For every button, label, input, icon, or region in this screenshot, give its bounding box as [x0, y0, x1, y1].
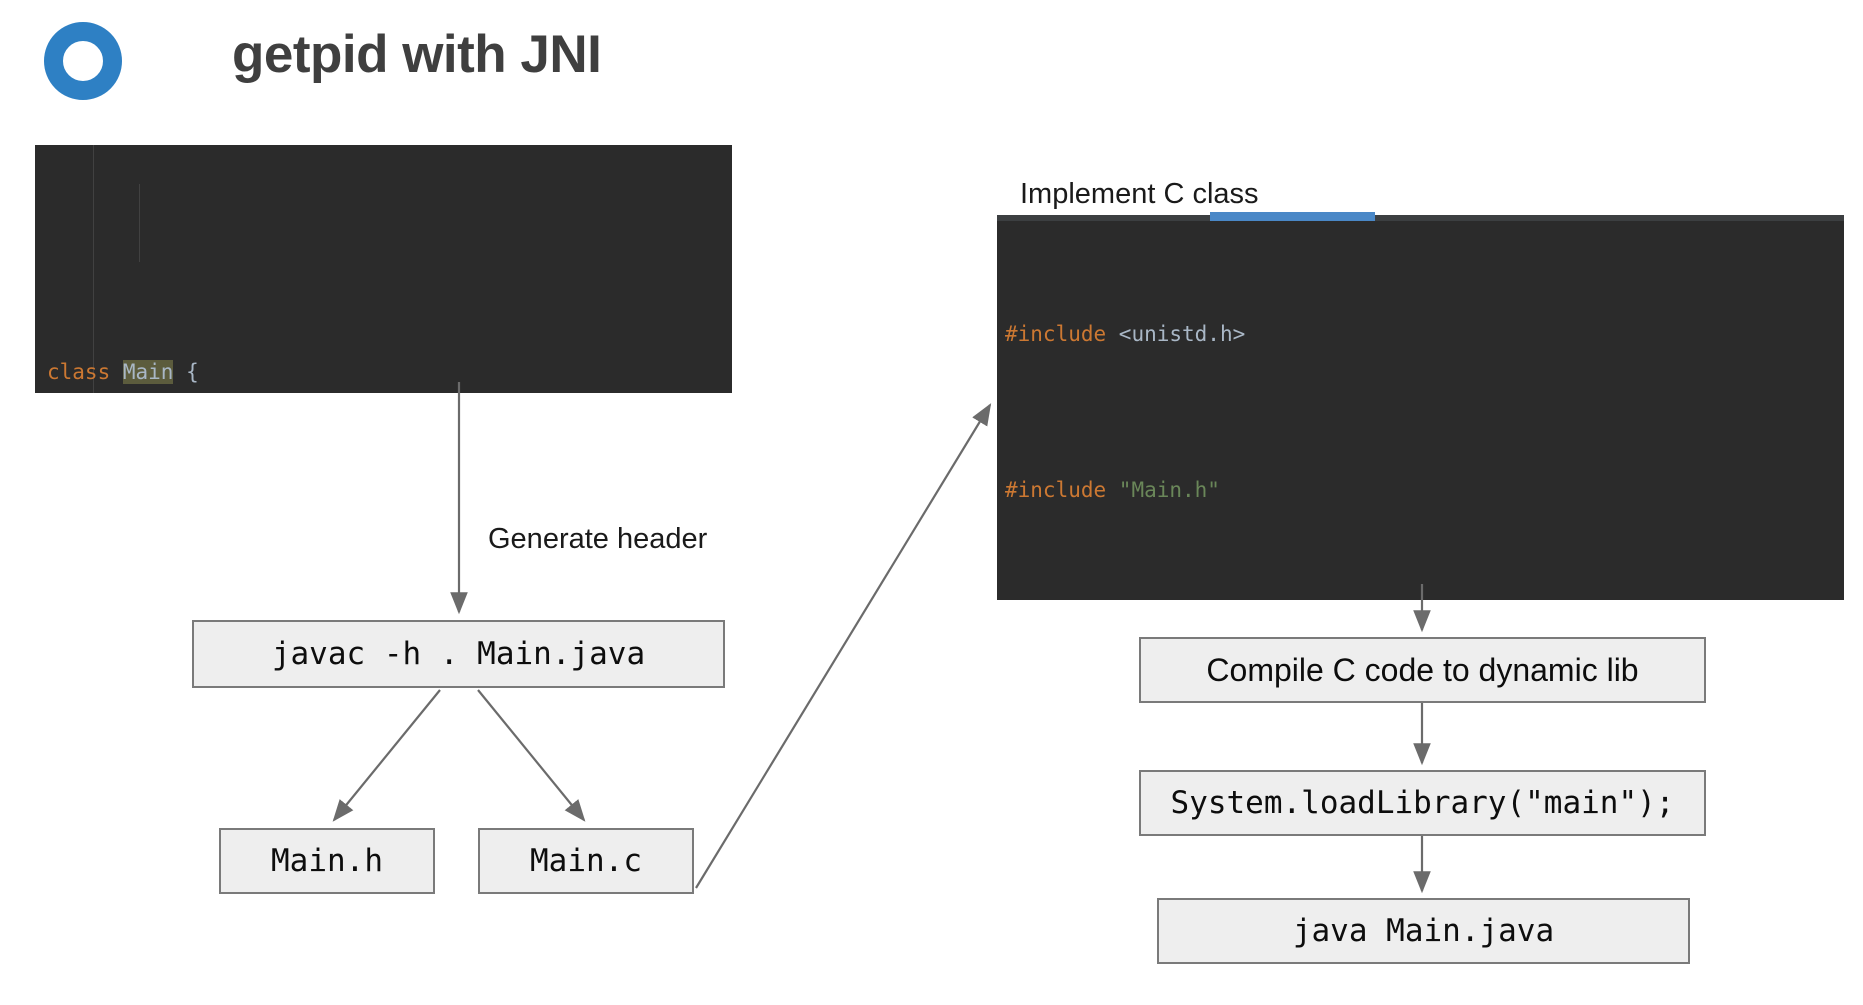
code-line-java-1: class Main { [35, 353, 732, 392]
token-keyword: class [47, 360, 111, 384]
flow-box-main-h[interactable]: Main.h [219, 828, 435, 894]
token-class-name: Main [122, 360, 174, 384]
generate-header-label: Generate header [488, 523, 708, 555]
flow-box-compile-dynamic-lib[interactable]: Compile C code to dynamic lib [1139, 637, 1706, 703]
token-include: #include [1005, 322, 1107, 346]
java-code-editor[interactable]: class Main { public static void main(Str… [35, 145, 732, 393]
arrow-javac-to-mainh [332, 689, 441, 822]
c-editor-tabstrip [997, 215, 1844, 221]
flow-box-java-main-command[interactable]: java Main.java [1157, 898, 1690, 964]
blue-ring-logo [44, 22, 122, 100]
flow-box-load-library[interactable]: System.loadLibrary("main"); [1139, 770, 1706, 836]
c-code-editor[interactable]: #include <unistd.h> #include "Main.h" JN… [997, 221, 1844, 600]
flow-box-main-c[interactable]: Main.c [478, 828, 694, 894]
arrow-javac-to-mainc [477, 689, 586, 822]
code-line-c-1: #include <unistd.h> [997, 315, 1844, 354]
c-editor-active-tab-indicator[interactable] [1210, 212, 1375, 221]
code-line-c-2: #include "Main.h" [997, 471, 1844, 510]
token-include: #include [1005, 478, 1107, 502]
token-header-unistd: <unistd.h> [1106, 322, 1246, 346]
token-brace: { [186, 360, 199, 384]
arrow-mainc-to-c-editor [695, 403, 992, 889]
flow-box-javac-command[interactable]: javac -h . Main.java [192, 620, 725, 688]
page-title: getpid with JNI [232, 25, 602, 84]
token-header-mainh: "Main.h" [1106, 478, 1220, 502]
implement-c-class-label: Implement C class [1020, 178, 1259, 210]
